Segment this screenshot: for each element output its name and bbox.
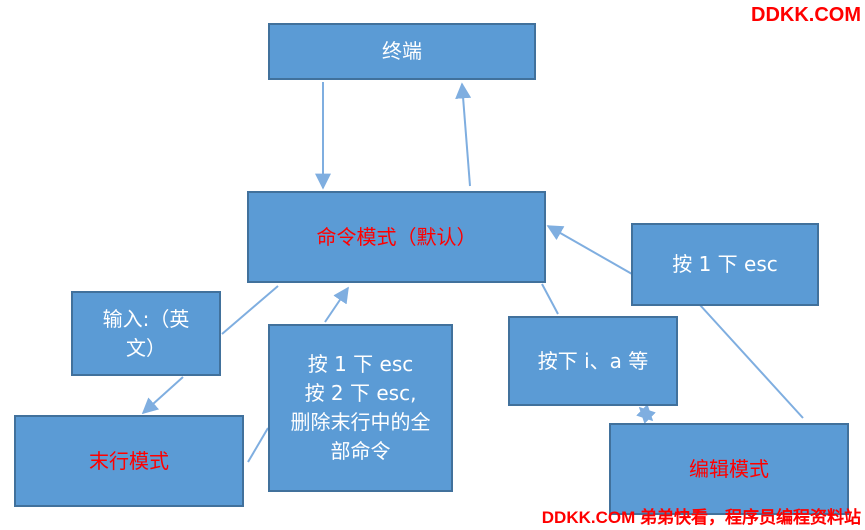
input-label: 输入:（英 文） xyxy=(102,306,190,360)
esc-once-edge-label: 按 1 下 esc xyxy=(631,223,819,306)
terminal-node: 终端 xyxy=(268,23,536,80)
watermark-bottom: DDKK.COM 弟弟快看，程序员编程资料站 xyxy=(541,508,861,527)
arrow-command-to-edit-upper xyxy=(541,283,559,315)
edit-mode-node: 编辑模式 xyxy=(609,423,849,515)
last-line-mode-label: 末行模式 xyxy=(89,448,169,473)
arrow-lastline-to-command-lower xyxy=(247,427,269,463)
esc-once-label: 按 1 下 esc xyxy=(672,252,778,276)
arrow-command-to-edit-lower xyxy=(636,404,656,424)
arrow-edit-to-command-upper xyxy=(546,225,633,275)
press-ia-label: 按下 i、a 等 xyxy=(537,348,649,373)
last-line-mode-node: 末行模式 xyxy=(14,415,244,507)
arrow-command-to-lastline-lower xyxy=(141,376,184,415)
press-ia-edge-label: 按下 i、a 等 xyxy=(508,316,678,406)
terminal-label: 终端 xyxy=(382,39,422,63)
watermark-top: DDKK.COM xyxy=(751,4,861,26)
arrow-command-to-terminal xyxy=(455,82,472,187)
command-mode-node: 命令模式（默认） xyxy=(247,191,546,283)
esc-keys-edge-label: 按 1 下 esc 按 2 下 esc, 删除末行中的全 部命令 xyxy=(268,324,453,492)
arrow-lastline-to-command-upper xyxy=(324,286,349,323)
input-edge-label: 输入:（英 文） xyxy=(71,291,221,376)
esc-keys-label: 按 1 下 esc 按 2 下 esc, 删除末行中的全 部命令 xyxy=(290,352,431,463)
arrow-edit-to-command-lower xyxy=(699,304,804,419)
command-mode-label: 命令模式（默认） xyxy=(316,224,477,249)
edit-mode-label: 编辑模式 xyxy=(689,456,769,481)
